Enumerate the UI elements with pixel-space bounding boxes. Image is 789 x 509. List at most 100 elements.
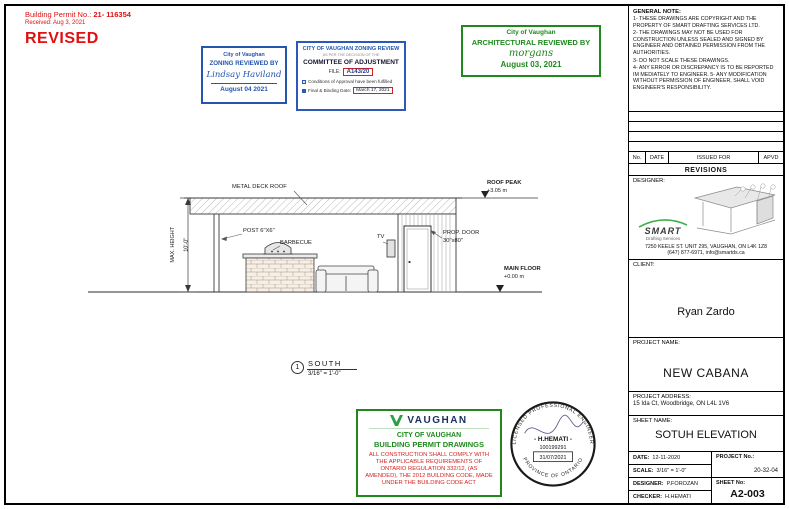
designer-section: DESIGNER: SMART Drafting Services (629, 176, 783, 260)
door-shape (403, 225, 432, 293)
general-note-4: 4- ANY ERROR OR DISCREPANCY IS TO BE REP… (633, 65, 774, 92)
roof-peak-level-marker (481, 191, 489, 198)
sheet-meta-section: DATE: 12-11-2020 SCALE: 3/16" = 1'-0" DE… (629, 452, 783, 503)
title-block: GENERAL NOTE: 1- THESE DRAWINGS ARE COPY… (628, 6, 783, 503)
checker-label: CHECKER: (633, 494, 663, 500)
project-address-label: PROJECT ADDRESS: (633, 394, 691, 400)
project-no-cell: PROJECT No.: 20-32-04 (712, 452, 783, 478)
coa-title: COMMITTEE OF ADJUSTMENT (303, 59, 399, 66)
view-number-bubble: 1 (291, 361, 304, 374)
permit-number-value: 21- 116354 (93, 10, 131, 19)
permit-number-label: Building Permit No.: (25, 10, 92, 19)
seal-date-box (533, 451, 573, 463)
main-floor-elevation: +0.00 m (504, 274, 525, 280)
designer-contact: (647) 877-6971, info@smartds.ca (667, 249, 745, 256)
meta-right-column: PROJECT No.: 20-32-04 SHEET No: A2-003 (711, 452, 783, 503)
barbecue-label: BARBECUE (280, 240, 312, 246)
general-note-3: 3- DO NOT SCALE THESE DRAWINGS. (633, 57, 730, 64)
smart-logo-swoosh (638, 219, 688, 228)
dimension-and-levels (180, 191, 538, 293)
scale-value: 3/16" = 1'-0" (656, 468, 687, 474)
leader-lines (221, 190, 443, 251)
arch-stamp-city: City of Vaughan (506, 29, 556, 36)
revisions-col-no: No. (629, 152, 646, 163)
meta-checker-row: CHECKER: H.HEMATI (629, 491, 711, 503)
door-knob (408, 260, 411, 264)
bpd-body-text: ALL CONSTRUCTION SHALL COMPLY WITH THE A… (365, 452, 493, 487)
tv-label: TV (377, 234, 385, 240)
general-note-1: 1- THESE DRAWINGS ARE COPYRIGHT AND THE … (633, 16, 760, 29)
arch-stamp-signature: morgans (508, 48, 554, 59)
building-permit-drawings-stamp: VAUGHAN CITY OF VAUGHAN BUILDING PERMIT … (356, 409, 502, 497)
project-no-value: 20-32-04 (753, 468, 778, 474)
revisions-header-row: No. DATE ISSUED FOR APVD (629, 152, 783, 164)
structure-lines (88, 197, 542, 293)
sheet-name: SOTUH ELEVATION (655, 429, 757, 441)
roof-peak-label: ROOF PEAK (487, 180, 522, 186)
vaughan-logo-text: VAUGHAN (407, 415, 468, 426)
tv-shape (386, 239, 396, 258)
revision-row-empty (629, 142, 783, 152)
coa-file-label: FILE: (328, 69, 341, 75)
project-address-section: PROJECT ADDRESS: 15 Ida Ct, Woodbridge, … (629, 392, 783, 416)
general-note-section: GENERAL NOTE: 1- THESE DRAWINGS ARE COPY… (629, 6, 783, 112)
bpd-title-line: BUILDING PERMIT DRAWINGS (374, 440, 484, 449)
client-section: CLIENT: Ryan Zardo (629, 260, 783, 338)
scale-label: SCALE: (633, 468, 654, 474)
meta-designer-row: DESIGNER: P.FOROZAN (629, 478, 711, 491)
coa-file-number: A143/20 (342, 68, 374, 76)
smart-drafting-logo: SMART Drafting Services (635, 218, 691, 241)
revision-row-empty (629, 132, 783, 142)
arch-stamp-date: August 03, 2021 (500, 60, 562, 69)
door-label: PROP. DOOR (443, 230, 480, 236)
checkbox-icon (302, 79, 306, 84)
bpd-city-line: CITY OF VAUGHAN (396, 432, 462, 439)
south-elevation-drawing (88, 190, 542, 293)
zoning-stamp-title: ZONING REVIEWED BY (209, 60, 279, 67)
smart-logo-subtext: Drafting Services (645, 236, 681, 241)
coa-header: CITY OF VAUGHAN ZONING REVIEW (302, 46, 400, 52)
building-permit-annotation: Building Permit No.: 21- 116354 Received… (25, 10, 131, 48)
max-height-label: MAX. HEIGHT (170, 226, 177, 263)
permit-received-date: Received: Aug 3, 2021 (25, 20, 86, 26)
revisions-col-date: DATE (646, 152, 669, 163)
zoning-reviewed-stamp: City of Vaughan ZONING REVIEWED BY Linds… (201, 46, 287, 104)
metal-deck-roof-shape (189, 197, 457, 215)
coa-binding-date: March 17, 2021 (353, 87, 393, 94)
view-title-rule (307, 369, 357, 370)
seal-ring (510, 401, 596, 487)
designer-value: P.FOROZAN (666, 481, 698, 487)
sheet-name-section: SHEET NAME: SOTUH ELEVATION (629, 416, 783, 452)
door-size-label: 30"x80" (443, 238, 463, 244)
revisions-col-apvd: APVD (763, 154, 779, 161)
arch-stamp-title: ARCHITECTURAL REVIEWED BY (471, 38, 591, 47)
coa-check-row-2: Final & Binding Date: March 17, 2021 (302, 87, 400, 94)
project-address: 15 Ida Ct, Woodbridge, ON L4L 1V6 (633, 401, 730, 407)
smart-logo-text: SMART (644, 226, 682, 236)
committee-of-adjustment-stamp: CITY OF VAUGHAN ZONING REVIEW AS PER THE… (296, 41, 406, 111)
post-label: POST 6"X6" (243, 228, 275, 234)
sheet-name-label: SHEET NAME: (633, 418, 673, 424)
project-name: NEW CABANA (663, 366, 749, 380)
project-name-section: PROJECT NAME: NEW CABANA (629, 338, 783, 392)
checker-value: H.HEMATI (665, 494, 691, 500)
coa-subnote: AS PER THE DECISION OF THE (322, 53, 380, 57)
revisions-title: REVISIONS (684, 166, 728, 174)
client-name: Ryan Zardo (677, 306, 735, 318)
coa-file-row: FILE:A143/20 (302, 68, 400, 76)
metal-deck-roof-label: METAL DECK ROOF (232, 184, 287, 190)
zoning-stamp-rule (211, 83, 277, 84)
revision-row-empty (629, 112, 783, 122)
date-label: DATE: (633, 455, 650, 461)
sheet-no-label: SHEET No: (716, 480, 746, 486)
date-value: 12-11-2020 (652, 455, 681, 461)
coa-check2-label: Final & Binding Date: (308, 88, 352, 93)
designer-section-label: DESIGNER: (633, 178, 665, 184)
height-dimension-label: 10'-0" (183, 237, 190, 252)
seal-engineer-name: - H.HEMATI - (534, 436, 572, 443)
coa-check-row-1: Conditions of Approval have been fulfill… (302, 79, 400, 84)
architectural-reviewed-stamp: City of Vaughan ARCHITECTURAL REVIEWED B… (461, 25, 601, 77)
seal-date: 31/07/2021 (540, 455, 567, 461)
zoning-stamp-date: August 04 2021 (220, 86, 268, 93)
sheet-no-value: A2-003 (730, 488, 765, 500)
